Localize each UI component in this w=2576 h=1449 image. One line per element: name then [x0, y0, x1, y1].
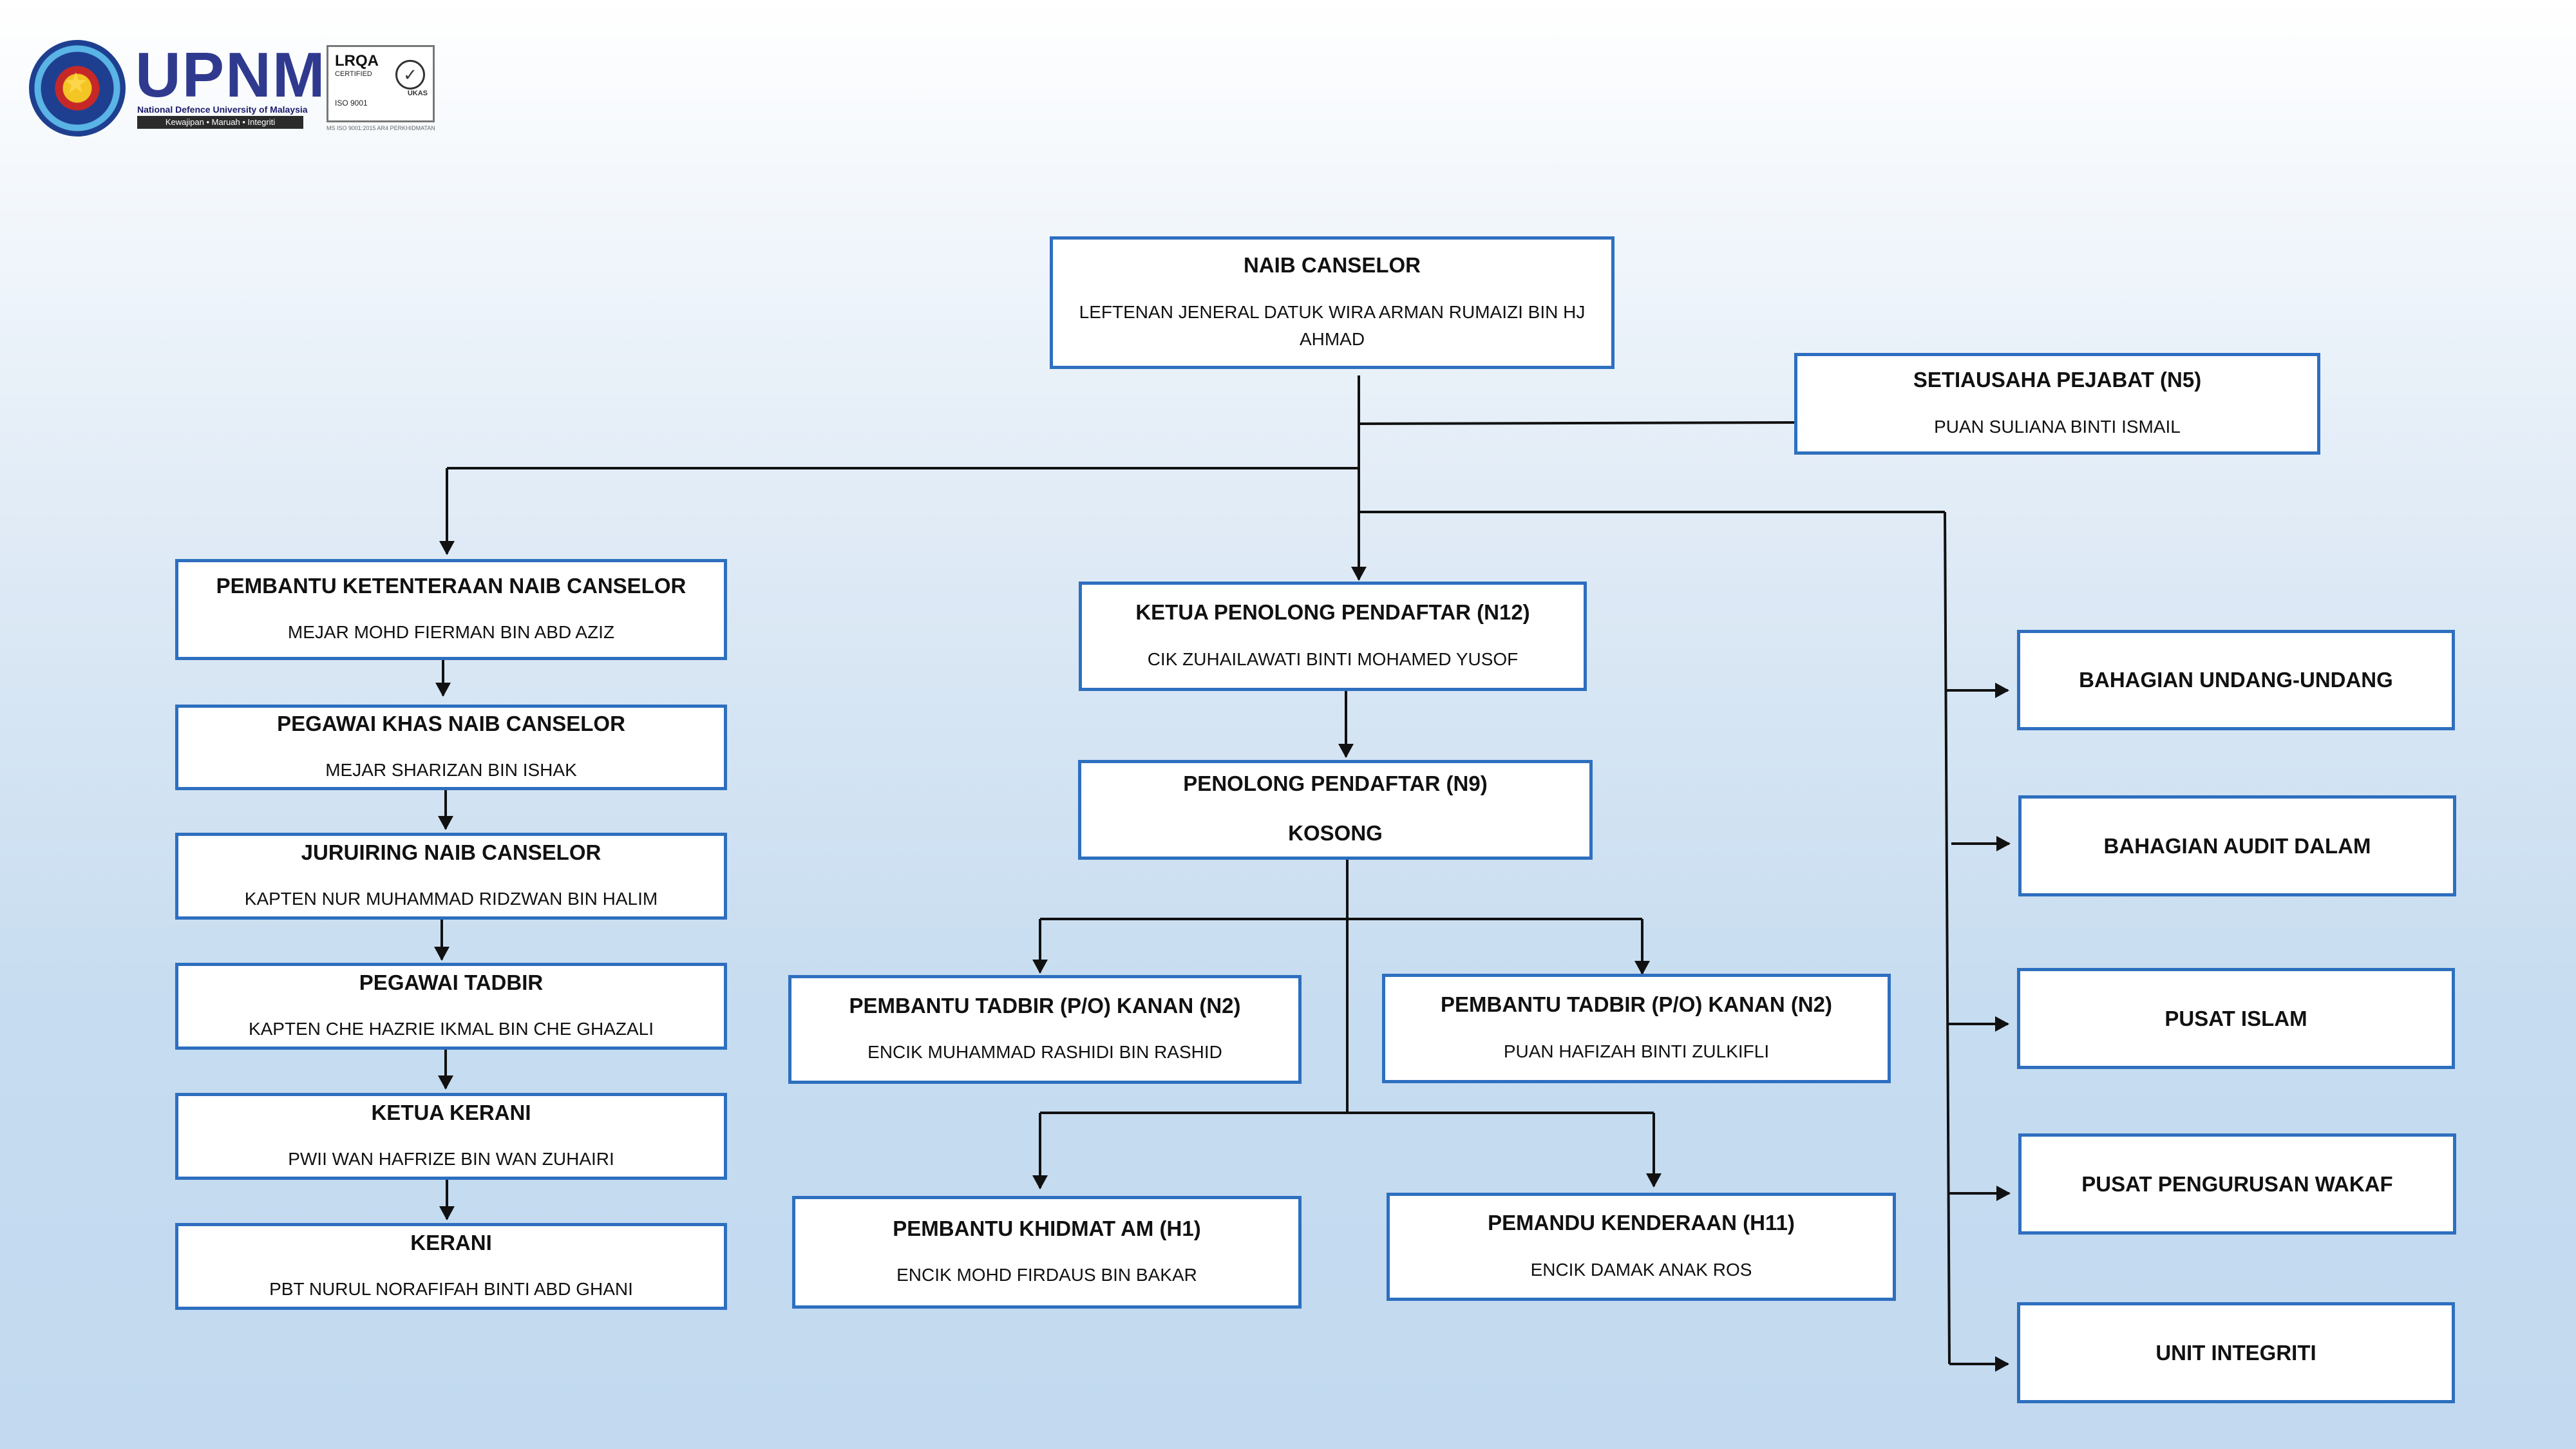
node-title: KETUA KERANI [371, 1100, 531, 1124]
unit-title: PUSAT PENGURUSAN WAKAF [2081, 1171, 2393, 1196]
arrowhead-audit-dalam [1996, 836, 2011, 851]
cert-iso: ISO 9001 [335, 99, 368, 108]
node-title: KETUA PENOLONG PENDAFTAR (N12) [1135, 600, 1530, 625]
unit-bahagian-undang-undang: BAHAGIAN UNDANG-UNDANG [2017, 630, 2455, 730]
arrowhead-pembantu-ketenteraan [439, 541, 455, 555]
node-name: MEJAR MOHD FIERMAN BIN ABD AZIZ [287, 622, 615, 643]
brand-tagline: Kewajipan • Maruah • Integriti [137, 116, 303, 129]
arrowhead-chain-1 [435, 683, 451, 697]
node-title: JURUIRING NAIB CANSELOR [301, 840, 601, 864]
arrowhead-chain-4 [438, 1075, 453, 1090]
node-name: LEFTENAN JENERAL DATUK WIRA ARMAN RUMAIZ… [1079, 301, 1586, 349]
node-juruiring: JURUIRING NAIB CANSELOR KAPTEN NUR MUHAM… [175, 833, 727, 920]
unit-title: BAHAGIAN AUDIT DALAM [2103, 833, 2371, 858]
arrowhead-pemandu [1646, 1173, 1662, 1188]
node-name: KOSONG [1288, 820, 1383, 845]
unit-title: PUSAT ISLAM [2164, 1006, 2307, 1030]
unit-pusat-islam: PUSAT ISLAM [2017, 968, 2455, 1069]
node-pegawai-khas: PEGAWAI KHAS NAIB CANSELOR MEJAR SHARIZA… [175, 705, 727, 790]
node-pembantu-tadbir-1: PEMBANTU TADBIR (P/O) KANAN (N2) ENCIK M… [788, 975, 1302, 1084]
cert-label: CERTIFIED [335, 70, 372, 78]
cert-ukas: UKAS [407, 90, 428, 97]
arrowhead-wakaf [1996, 1186, 2011, 1201]
seal-star-icon: ★ [63, 68, 89, 99]
node-kerani: KERANI PBT NURUL NORAFIFAH BINTI ABD GHA… [175, 1223, 727, 1310]
node-name: CIK ZUHAILAWATI BINTI MOHAMED YUSOF [1147, 649, 1519, 669]
arrowhead-penolong-pendaftar [1338, 744, 1354, 758]
node-title: PENOLONG PENDAFTAR (N9) [1183, 771, 1488, 795]
node-pegawai-tadbir: PEGAWAI TADBIR KAPTEN CHE HAZRIE IKMAL B… [175, 963, 727, 1050]
node-pembantu-khidmat-am: PEMBANTU KHIDMAT AM (H1) ENCIK MOHD FIRD… [792, 1196, 1302, 1309]
node-name: KAPTEN CHE HAZRIE IKMAL BIN CHE GHAZALI [248, 1019, 654, 1039]
node-name: PWII WAN HAFRIZE BIN WAN ZUHAIRI [288, 1149, 614, 1170]
node-name: KAPTEN NUR MUHAMMAD RIDZWAN BIN HALIM [244, 889, 658, 909]
unit-integriti: UNIT INTEGRITI [2017, 1302, 2455, 1403]
node-title: SETIAUSAHA PEJABAT (N5) [1913, 368, 2202, 392]
unit-title: UNIT INTEGRITI [2155, 1340, 2316, 1365]
arrowhead-pembantu-tadbir-1 [1032, 960, 1048, 974]
node-title: PEMBANTU TADBIR (P/O) KANAN (N2) [1440, 992, 1833, 1017]
node-ketua-penolong-pendaftar: KETUA PENOLONG PENDAFTAR (N12) CIK ZUHAI… [1079, 582, 1587, 691]
arrowhead-ketua-penolong [1351, 567, 1367, 581]
node-name: PUAN HAFIZAH BINTI ZULKIFLI [1503, 1041, 1770, 1061]
arrowhead-pembantu-tadbir-2 [1634, 961, 1650, 975]
unit-title: BAHAGIAN UNDANG-UNDANG [2079, 668, 2393, 692]
node-title: PEMBANTU TADBIR (P/O) KANAN (N2) [849, 993, 1241, 1018]
iso-certification-badge: LRQA CERTIFIED ISO 9001 ✓ UKAS [327, 45, 435, 122]
node-name: ENCIK MOHD FIRDAUS BIN BAKAR [896, 1265, 1197, 1285]
node-title: KERANI [410, 1230, 492, 1255]
node-name: ENCIK DAMAK ANAK ROS [1530, 1259, 1752, 1280]
unit-pusat-pengurusan-wakaf: PUSAT PENGURUSAN WAKAF [2018, 1133, 2456, 1235]
node-name: PUAN SULIANA BINTI ISMAIL [1934, 416, 2181, 437]
node-name: ENCIK MUHAMMAD RASHIDI BIN RASHID [867, 1042, 1222, 1063]
cert-footer: MS ISO 9001:2015 AR4 PERKHIDMATAN [327, 125, 435, 131]
node-pembantu-ketenteraan: PEMBANTU KETENTERAAN NAIB CANSELOR MEJAR… [175, 559, 727, 660]
arrowhead-chain-5 [439, 1206, 455, 1220]
university-seal-icon [29, 40, 126, 137]
node-title: PEMBANTU KHIDMAT AM (H1) [893, 1216, 1201, 1240]
node-penolong-pendaftar: PENOLONG PENDAFTAR (N9) KOSONG [1078, 760, 1593, 860]
node-ketua-kerani: KETUA KERANI PWII WAN HAFRIZE BIN WAN ZU… [175, 1093, 727, 1180]
cert-brand: LRQA [335, 52, 379, 70]
connector-to-setiausaha [1358, 421, 1797, 425]
node-pembantu-tadbir-2: PEMBANTU TADBIR (P/O) KANAN (N2) PUAN HA… [1382, 974, 1891, 1083]
arrowhead-khidmat-am [1032, 1175, 1048, 1189]
node-title: PEMBANTU KETENTERAAN NAIB CANSELOR [216, 573, 687, 598]
connector-right-spine [1944, 511, 1951, 1365]
arrowhead-pusat-islam [1995, 1016, 2009, 1032]
arrowhead-chain-3 [434, 947, 450, 961]
node-naib-canselor: NAIB CANSELOR LEFTENAN JENERAL DATUK WIR… [1050, 236, 1615, 369]
brand-subtitle: National Defence University of Malaysia [137, 104, 308, 115]
unit-bahagian-audit-dalam: BAHAGIAN AUDIT DALAM [2018, 795, 2456, 896]
node-name: PBT NURUL NORAFIFAH BINTI ABD GHANI [269, 1279, 633, 1300]
node-pemandu-kenderaan: PEMANDU KENDERAAN (H11) ENCIK DAMAK ANAK… [1387, 1193, 1896, 1301]
node-title: PEMANDU KENDERAAN (H11) [1488, 1211, 1795, 1235]
node-name: MEJAR SHARIZAN BIN ISHAK [325, 760, 577, 781]
arrowhead-chain-2 [438, 816, 453, 830]
node-title: PEGAWAI KHAS NAIB CANSELOR [277, 711, 625, 735]
checkmark-icon: ✓ [395, 60, 425, 90]
brand-name: UPNM [135, 39, 327, 110]
arrowhead-integriti [1995, 1356, 2009, 1372]
node-setiausaha-pejabat: SETIAUSAHA PEJABAT (N5) PUAN SULIANA BIN… [1794, 353, 2320, 455]
arrowhead-undang-undang [1995, 683, 2009, 698]
node-title: PEGAWAI TADBIR [359, 970, 544, 994]
node-title: NAIB CANSELOR [1243, 253, 1421, 278]
